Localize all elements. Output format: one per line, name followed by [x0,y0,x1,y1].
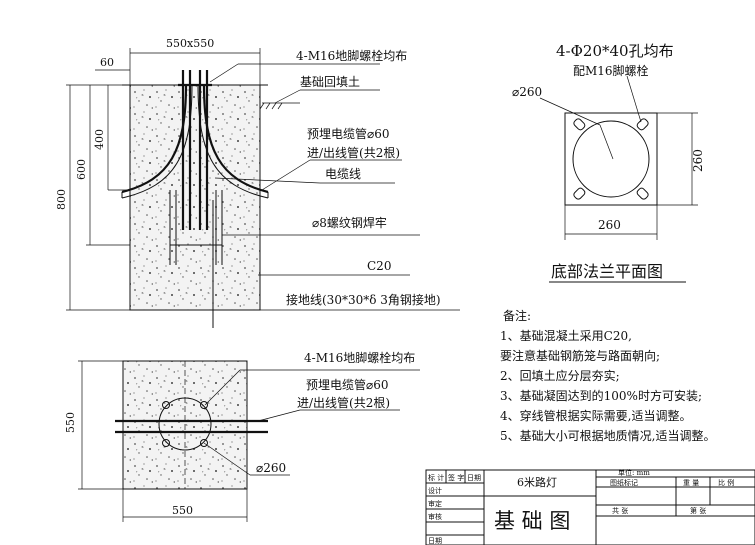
tb-row-review: 审核 [428,512,442,521]
tb-hdr-sign: 签 字 [448,473,464,482]
tb-row-date: 日期 [428,537,442,545]
flange-diameter: ⌀260 [512,85,542,99]
plan-diameter: ⌀260 [256,461,286,475]
plan-bolts [162,401,208,447]
dim-800: 800 [55,189,68,210]
flange-caption: 底部法兰平面图 [551,262,663,281]
note-line-1: 1、基础混凝土采用C20, [500,328,632,343]
flange-bolt-note: 配M16脚螺栓 [573,63,649,78]
notes-title: 备注: [503,308,531,323]
dim-550x550: 550x550 [166,37,214,50]
tb-hdr-design: 标 计 [428,473,444,482]
label-cable: 电缆线 [325,167,361,181]
cable-conduits [121,84,269,199]
label-c20: C20 [367,259,391,273]
tb-unit: 单位: mm [618,468,650,477]
flange-dim-width: 260 [598,218,621,232]
label-rebar: ⌀8螺纹钢焊牢 [312,215,387,230]
flange-plan-view: 4-Φ20*40孔均布 配M16脚螺栓 ⌀260 260 260 底部法兰平面图 [512,42,705,283]
title-block: 标 计 签 字 日期 设计 审定 审核 日期 6米路灯 基 础 图 单位: mm… [425,468,755,545]
note-line-4: 3、基础凝固达到的100%时方可安装; [500,388,702,403]
note-line-2: 要注意基础钢筋笼与路面朝向; [500,348,660,363]
note-line-3: 2、回填土应分层夯实; [500,368,620,383]
tb-row-design: 设计 [428,486,442,495]
notes: 备注: 1、基础混凝土采用C20, 要注意基础钢筋笼与路面朝向; 2、回填土应分… [500,308,715,443]
flange-holes-label: 4-Φ20*40孔均布 [556,42,674,60]
ground-hatch [259,102,300,110]
plan-conduit-count: 进/出线管(共2根) [297,395,390,410]
section-dimensions [66,48,261,311]
label-grounding: 接地线(30*30*δ 3角钢接地) [286,292,441,307]
dim-60: 60 [100,56,114,69]
tb-row-check: 审定 [428,499,442,508]
plan-dim-horizontal: 550 [172,504,193,517]
section-leaders [209,63,460,311]
tb-mark: 图纸标记 [610,478,638,487]
flange-dim-height: 260 [691,149,705,172]
plan-conduit-label: 预埋电缆管⌀60 [306,377,389,392]
label-backfill: 基础回填土 [300,75,360,89]
tb-drawing-title: 基 础 图 [494,509,570,533]
flange-slots [573,118,649,200]
label-conduit: 预埋电缆管⌀60 [307,126,390,141]
tb-scale: 比 例 [718,478,734,487]
label-conduit-count: 进/出线管(共2根) [307,145,400,160]
plan-conduits [115,419,268,434]
note-line-5: 4、穿线管根据实际需要,适当调整。 [500,408,691,423]
tb-project: 6米路灯 [517,476,557,489]
section-view: 550x550 60 400 600 800 4-M16地脚螺栓均布 基础回填土… [55,37,460,328]
plan-dim-vertical: 550 [64,412,77,433]
dim-600: 600 [75,159,88,180]
note-line-6: 5、基础大小可根据地质情况,适当调整。 [500,428,715,443]
plan-bolts-label: 4-M16地脚螺栓均布 [304,350,415,365]
section-concrete-block [129,84,261,311]
flange-plate [564,112,658,206]
tb-sheets-total: 共 张 [612,506,628,515]
tb-weight: 重 量 [683,479,699,487]
foundation-plan-view: 4-M16地脚螺栓均布 预埋电缆管⌀60 进/出线管(共2根) ⌀260 550… [64,350,420,522]
label-anchor-bolts: 4-M16地脚螺栓均布 [296,48,407,63]
tb-hdr-date: 日期 [467,474,481,482]
dim-400: 400 [93,129,106,150]
flange-center-hole [572,120,650,198]
tb-sheet-no: 第 张 [690,506,706,515]
